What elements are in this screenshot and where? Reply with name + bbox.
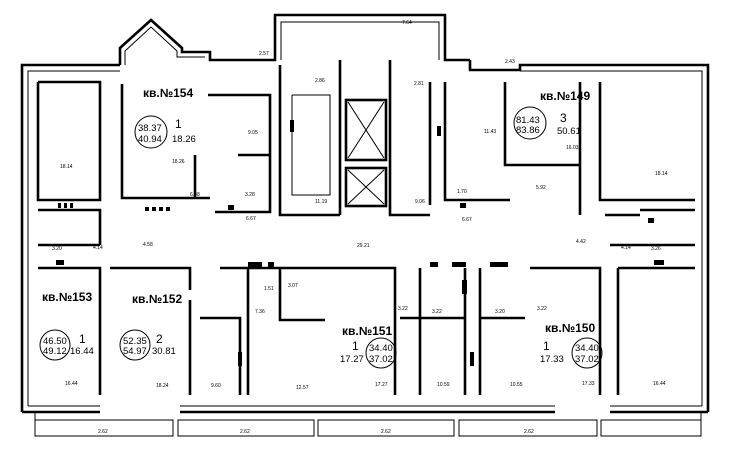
balcony-area: 2.62 [524, 429, 534, 435]
room-area: 18.24 [156, 383, 169, 389]
room-area: 17.27 [375, 382, 388, 388]
room-area: 3.20 [495, 309, 505, 315]
apartment-room-count: 1 [79, 332, 86, 346]
apartment-label: кв.№154 [143, 86, 193, 100]
apartment-total-area-with-balcony: 40.94 [138, 134, 162, 145]
apartment-149: кв.№149 81.43 83.86 3 50.61 [513, 89, 590, 140]
apartment-room-count: 3 [560, 111, 567, 125]
apartment-living-area: 16.44 [70, 346, 94, 357]
apartment-room-count: 1 [543, 339, 550, 353]
apartment-living-area: 18.26 [172, 134, 196, 145]
room-area: 6.67 [246, 216, 256, 222]
balcony-area: 2.62 [98, 429, 108, 435]
apartment-154: кв.№154 38.37 40.94 1 18.26 [134, 86, 196, 149]
room-area: 11.19 [315, 199, 327, 205]
room-area: 3.26 [651, 246, 661, 252]
apartment-living-area: 30.81 [152, 346, 176, 357]
apartment-total-area-with-balcony: 37.02 [575, 354, 599, 365]
apartment-total-area: 46.50 [43, 336, 67, 347]
apartment-living-area: 50.61 [557, 126, 581, 137]
exterior-walls [20, 13, 710, 414]
room-area: 10.55 [510, 382, 523, 388]
balcony-area: 2.62 [240, 429, 250, 435]
room-area: 12.57 [296, 385, 309, 391]
apartment-150: кв.№150 1 34.40 37.02 17.33 [540, 321, 603, 369]
apartment-total-area-with-balcony: 49.12 [43, 346, 67, 357]
room-area: 3.07 [288, 283, 298, 289]
balcony-area-labels: 2.62 2.62 2.62 2.62 [98, 429, 534, 435]
apartment-living-area: 17.33 [540, 354, 564, 365]
apartment-total-area: 52.35 [123, 336, 147, 347]
room-area: 18.14 [655, 171, 668, 177]
apartment-label: кв.№149 [540, 89, 590, 103]
room-area: 6.88 [190, 192, 200, 198]
room-area: 1.70 [457, 189, 467, 195]
apartment-label: кв.№153 [42, 290, 92, 304]
room-area: 3.22 [537, 306, 547, 312]
room-area: 4.14 [93, 245, 103, 251]
room-area-labels: 18.14 18.26 9.05 6.88 3.28 6.67 2.57 2.8… [52, 20, 668, 391]
balcony-area: 2.62 [381, 429, 391, 435]
room-area: 16.44 [653, 381, 666, 387]
apartment-room-count: 2 [156, 332, 163, 346]
room-area: 7.36 [255, 309, 265, 315]
room-area: 4.58 [143, 242, 153, 248]
room-area: 17.33 [582, 381, 595, 387]
room-area: 9.60 [211, 383, 221, 389]
apartment-room-count: 1 [352, 339, 359, 353]
apartment-living-area: 17.27 [340, 354, 364, 365]
room-area: 1.51 [264, 286, 274, 292]
apartment-label: кв.№151 [342, 324, 392, 338]
apartment-room-count: 1 [175, 117, 182, 131]
room-area: 2.81 [414, 81, 424, 87]
fixtures [56, 120, 664, 366]
room-area: 2.86 [315, 78, 325, 84]
apartment-total-area-with-balcony: 54.97 [123, 346, 147, 357]
apartment-total-area: 81.43 [516, 115, 540, 126]
apartment-total-area: 34.40 [369, 343, 393, 354]
room-area: 10.59 [437, 382, 450, 388]
room-area: 2.43 [505, 59, 515, 65]
apartment-total-area: 38.37 [138, 123, 162, 134]
apartment-total-area: 34.40 [575, 343, 599, 354]
room-area: 7.64 [402, 20, 412, 26]
room-area: 18.14 [60, 164, 73, 170]
apartment-152: кв.№152 52.35 54.97 2 30.81 [119, 292, 182, 361]
room-area: 4.14 [621, 245, 631, 251]
room-area: 18.26 [172, 159, 185, 165]
room-area: 9.06 [415, 199, 425, 205]
room-area: 3.22 [432, 309, 442, 315]
room-area: 29.21 [357, 243, 370, 249]
room-area: 3.22 [398, 306, 408, 312]
room-area: 16.44 [65, 381, 78, 387]
room-area: 3.20 [52, 246, 62, 252]
room-area: 5.92 [536, 185, 546, 191]
interior-walls [36, 60, 695, 395]
apartment-total-area-with-balcony: 37.02 [369, 354, 393, 365]
room-area: 2.57 [259, 51, 269, 57]
room-area: 4.42 [576, 239, 586, 245]
apartment-label: кв.№150 [545, 321, 595, 335]
room-area: 9.05 [248, 130, 258, 136]
balconies [34, 412, 702, 437]
apartment-151: кв.№151 1 34.40 37.02 17.27 [340, 324, 397, 369]
apartment-total-area-with-balcony: 83.86 [516, 125, 540, 136]
room-area: 6.67 [462, 217, 472, 223]
room-area: 16.03 [566, 145, 579, 151]
room-area: 11.43 [484, 129, 496, 135]
apartment-153: кв.№153 46.50 49.12 1 16.44 [39, 290, 94, 361]
room-area: 3.28 [245, 192, 255, 198]
apartment-label: кв.№152 [132, 292, 182, 306]
